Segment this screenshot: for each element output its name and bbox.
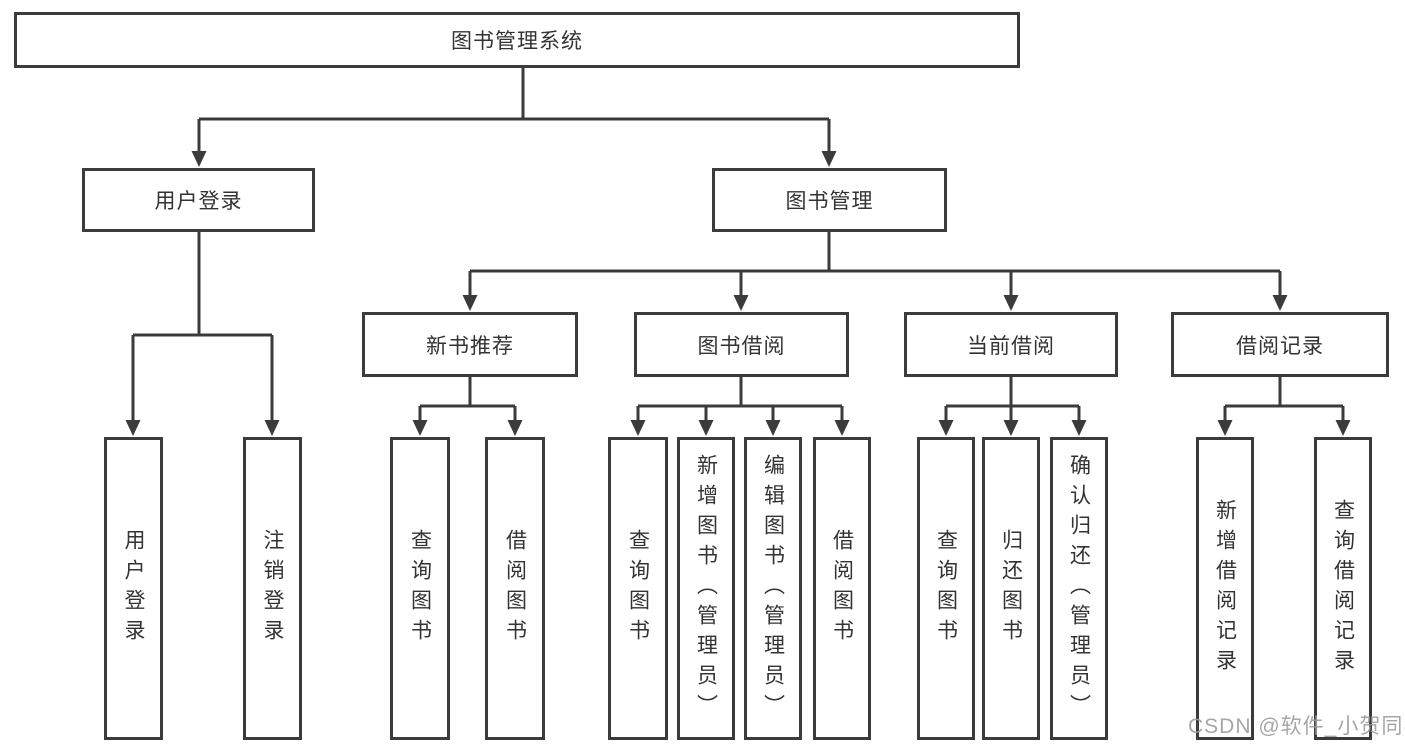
node-book-borrowing: 图书借阅	[634, 312, 849, 377]
leaf-user-login: 用户登录	[104, 437, 163, 740]
leaf-borrow-borrow-books: 借阅图书	[813, 437, 871, 740]
leaf-logout: 注销登录	[243, 437, 302, 740]
leaf-current-query-books: 查询图书	[917, 437, 975, 740]
node-user-login: 用户登录	[82, 168, 315, 232]
leaf-borrow-query-books: 查询图书	[608, 437, 668, 740]
node-new-book-recommend: 新书推荐	[362, 312, 578, 377]
leaf-newbook-query-books: 查询图书	[390, 437, 450, 740]
leaf-current-return-books: 归还图书	[982, 437, 1040, 740]
leaf-newbook-borrow-books: 借阅图书	[485, 437, 545, 740]
leaf-records-query-borrow-record: 查询借阅记录	[1314, 437, 1372, 740]
leaf-records-add-borrow-record: 新增借阅记录	[1196, 437, 1254, 740]
node-borrowing-records: 借阅记录	[1171, 312, 1389, 377]
leaf-borrow-edit-books-admin: 编辑图书（管理员）	[744, 437, 802, 740]
node-library-management-system: 图书管理系统	[14, 12, 1020, 68]
node-book-management: 图书管理	[712, 168, 947, 232]
leaf-current-confirm-return-admin: 确认归还（管理员）	[1050, 437, 1108, 740]
node-current-borrowing: 当前借阅	[904, 312, 1118, 377]
leaf-borrow-add-books-admin: 新增图书（管理员）	[677, 437, 735, 740]
csdn-watermark: CSDN @软件_小贺同学	[1188, 715, 1405, 738]
